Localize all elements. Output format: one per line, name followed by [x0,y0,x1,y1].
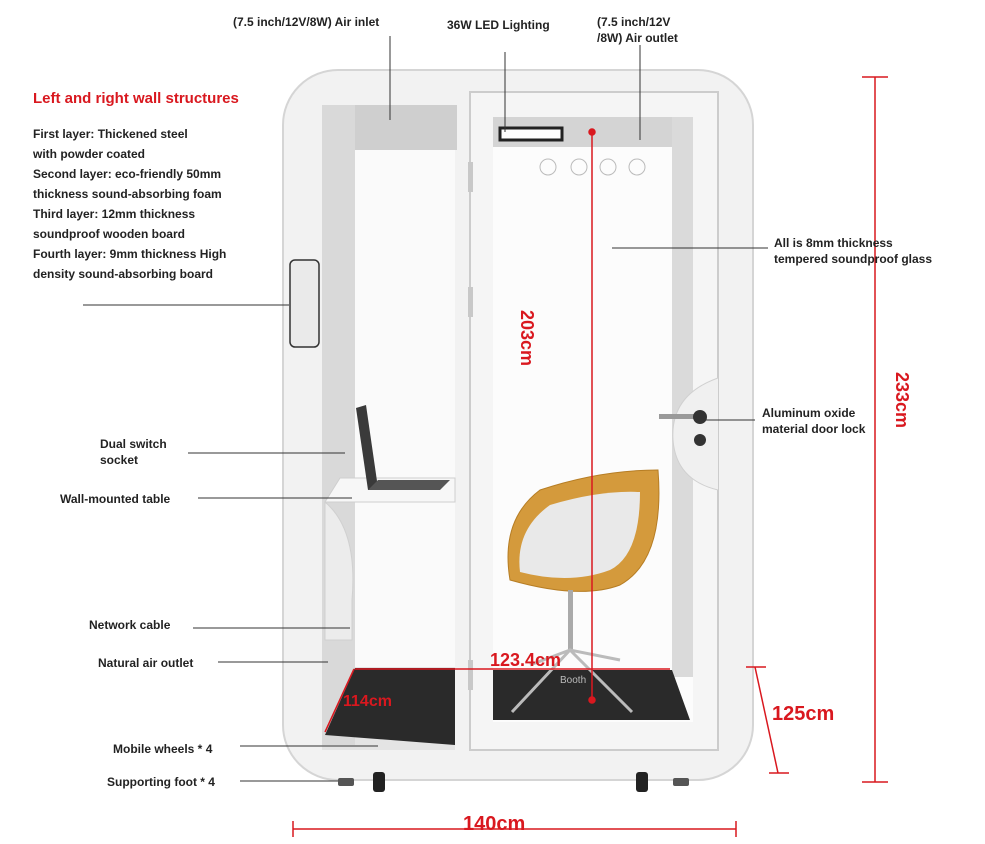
hinge-top [468,162,473,192]
glass-label-1: All is 8mm thickness [774,236,893,250]
hinge-mid [468,287,473,317]
led-label: 36W LED Lighting [447,18,550,32]
glass-icon-1 [539,158,557,176]
laptop-base [368,480,450,490]
dim-125-line [754,666,779,774]
chair-base [510,647,634,714]
dim-table-height: 125cm [772,703,835,725]
door-lock-knob [693,410,707,424]
brand-mark: Booth [560,675,587,686]
dim-203-bottom [588,696,596,704]
door-glass [493,117,693,722]
air-outlet-label-1: (7.5 inch/12V [597,15,671,29]
table-label: Wall-mounted table [60,492,171,506]
dim-inner-width: 123.4cm [490,650,562,670]
air-inlet-label: (7.5 inch/12V/8W) Air inlet [233,15,380,29]
socket-label-2: socket [100,453,139,467]
lock-label-1: Aluminum oxide [762,406,856,420]
natural-air-label: Natural air outlet [98,656,194,670]
wall-structures-title: Left and right wall structures [33,90,239,107]
lock-label-2: material door lock [762,422,866,436]
foot-label: Supporting foot * 4 [107,775,215,789]
layer-line: Fourth layer: 9mm thickness High [33,247,227,261]
door-handle [659,414,699,419]
hinge-bottom [468,660,473,690]
left-side-felt [322,105,355,745]
socket-label-1: Dual switch [100,437,167,451]
glass-icon-4 [628,158,646,176]
chair-stem [568,590,573,650]
socket-box [289,259,320,348]
layer-line: Third layer: 12mm thickness [33,207,196,221]
glass-icon-3 [599,158,617,176]
door-lock-cylinder [694,434,706,446]
glass-icon-2 [570,158,588,176]
dim-inner-height: 203cm [517,310,537,367]
dim-total-height: 233cm [892,372,912,429]
led-light [498,126,564,142]
layer-line: density sound-absorbing board [33,267,214,281]
layer-line: First layer: Thickened steel [33,127,188,141]
wheel-left [373,772,385,792]
layer-line: soundproof wooden board [33,227,185,241]
dim-total-width: 140cm [463,813,526,835]
left-floor [325,668,455,745]
chair-inner [519,491,640,579]
left-bay-opening [355,150,455,667]
network-label: Network cable [89,618,171,632]
layer-line: Second layer: eco-friendly 50mm [33,167,222,181]
wheels-label: Mobile wheels * 4 [113,742,213,756]
table-support [324,500,354,641]
dim-depth: 114cm [343,693,392,710]
foot-left [338,778,354,786]
door-handle-bump [672,377,719,491]
foot-right [673,778,689,786]
layers-list: First layer: Thickened steel with powder… [33,124,226,284]
dim-203-top [588,128,596,136]
air-outlet-label-2: /8W) Air outlet [597,31,678,45]
layer-line: with powder coated [33,147,146,161]
glass-label-2: tempered soundproof glass [774,252,933,266]
right-side-felt [672,117,693,677]
dim-114-line [324,668,355,733]
layer-line: thickness sound-absorbing foam [33,187,222,201]
wheel-right [636,772,648,792]
laptop-screen [356,405,378,490]
